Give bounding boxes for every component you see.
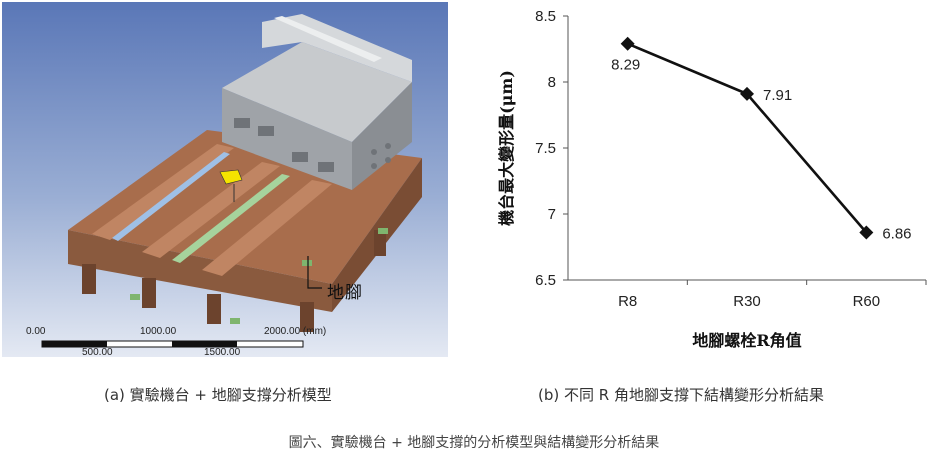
y-tick-label: 6.5 bbox=[535, 272, 556, 289]
y-tick-label: 8 bbox=[548, 74, 556, 91]
caption-panel-a: (a) 實驗機台 + 地腳支撐分析模型 bbox=[104, 386, 332, 404]
y-tick-label: 7.5 bbox=[535, 140, 556, 157]
fe-model-image bbox=[2, 2, 448, 357]
foot-annotation: 地腳 bbox=[327, 283, 363, 303]
scale-bar bbox=[41, 340, 304, 348]
series-line bbox=[627, 42, 868, 234]
y-axis-title: 機台最大變形量(μm) bbox=[497, 70, 516, 226]
caption-panel-b: (b) 不同 R 角地腳支撐下結構變形分析結果 bbox=[538, 386, 824, 404]
scale-label-500: 500.00 bbox=[82, 347, 113, 358]
data-label: 7.91 bbox=[763, 87, 792, 104]
scale-label-0: 0.00 bbox=[26, 326, 46, 337]
y-tick-label: 8.5 bbox=[535, 8, 556, 25]
scale-label-1500: 1500.00 bbox=[204, 347, 241, 358]
scale-label-2000: 2000.00 (mm) bbox=[264, 326, 327, 337]
x-tick-label: R8 bbox=[618, 293, 637, 310]
tick-layer: 6.5 7 7.5 8 8.5R8 R30 R60 bbox=[535, 8, 927, 310]
y-tick-label: 7 bbox=[548, 206, 556, 223]
data-point-marker bbox=[859, 225, 874, 240]
data-label: 8.29 bbox=[611, 57, 640, 74]
x-axis-title: 地腳螺栓R角值 bbox=[692, 331, 801, 350]
x-tick-label: R30 bbox=[733, 293, 761, 310]
scale-label-1000: 1000.00 bbox=[140, 326, 177, 337]
foot-leader-line bbox=[307, 256, 322, 289]
data-point-marker bbox=[740, 86, 754, 101]
data-point-marker bbox=[620, 36, 635, 51]
deformation-chart: 6.5 7 7.5 8 8.5R8 R30 R60 8.29 7.91 6.86 機台最大變形量… bbox=[497, 8, 927, 350]
data-label: 6.86 bbox=[882, 225, 911, 242]
fe-model-panel: 地腳 0.00 1000.00 2000.00 (mm) 500.00 1500… bbox=[2, 2, 448, 362]
x-tick-label: R60 bbox=[853, 293, 881, 310]
machine-column bbox=[222, 14, 412, 190]
figure-caption: 圖六、實驗機台 + 地腳支撐的分析模型與結構變形分析結果 bbox=[288, 435, 660, 451]
marks-layer: 8.29 7.91 6.86 bbox=[611, 36, 912, 242]
